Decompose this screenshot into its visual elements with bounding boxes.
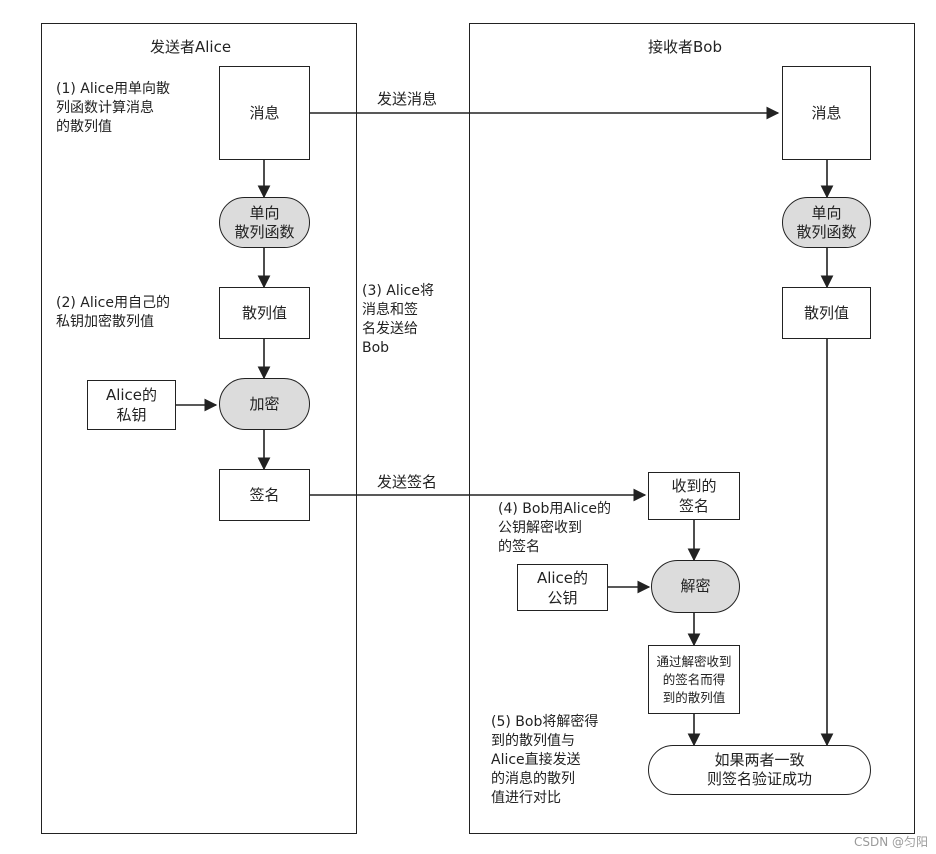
step5-note: (5) Bob将解密得 到的散列值与 Alice直接发送 的消息的散列 值进行对…	[491, 714, 599, 806]
received-signature-box: 收到的 签名	[648, 472, 740, 520]
sender-panel	[41, 23, 357, 834]
step1-note: (1) Alice用单向散 列函数计算消息 的散列值	[56, 81, 170, 135]
verification-result-node: 如果两者一致 则签名验证成功	[648, 745, 871, 795]
step2-note: (2) Alice用自己的 私钥加密散列值	[56, 295, 170, 330]
sender-signature-box: 签名	[219, 469, 310, 521]
receiver-message-box: 消息	[782, 66, 871, 160]
decrypted-hash-box: 通过解密收到 的签名而得 到的散列值	[648, 645, 740, 714]
receiver-hash-function: 单向 散列函数	[782, 197, 871, 248]
sender-hash-function: 单向 散列函数	[219, 197, 310, 248]
sender-hash-value-box: 散列值	[219, 287, 310, 339]
alice-private-key-box: Alice的 私钥	[87, 380, 176, 430]
receiver-hash-value-box: 散列值	[782, 287, 871, 339]
step4-note: (4) Bob用Alice的 公钥解密收到 的签名	[498, 501, 612, 555]
sender-title: 发送者Alice	[150, 38, 232, 56]
sender-message-box: 消息	[219, 66, 310, 160]
send-message-label: 发送消息	[377, 90, 438, 108]
encrypt-node: 加密	[219, 378, 310, 430]
decrypt-node: 解密	[651, 560, 740, 613]
alice-public-key-box: Alice的 公钥	[517, 564, 608, 611]
send-signature-label: 发送签名	[377, 473, 438, 491]
step3-note: (3) Alice将 消息和签 名发送给 Bob	[362, 283, 434, 356]
receiver-title: 接收者Bob	[648, 38, 722, 56]
receiver-panel	[469, 23, 915, 834]
watermark: CSDN @匀阳	[853, 835, 928, 849]
